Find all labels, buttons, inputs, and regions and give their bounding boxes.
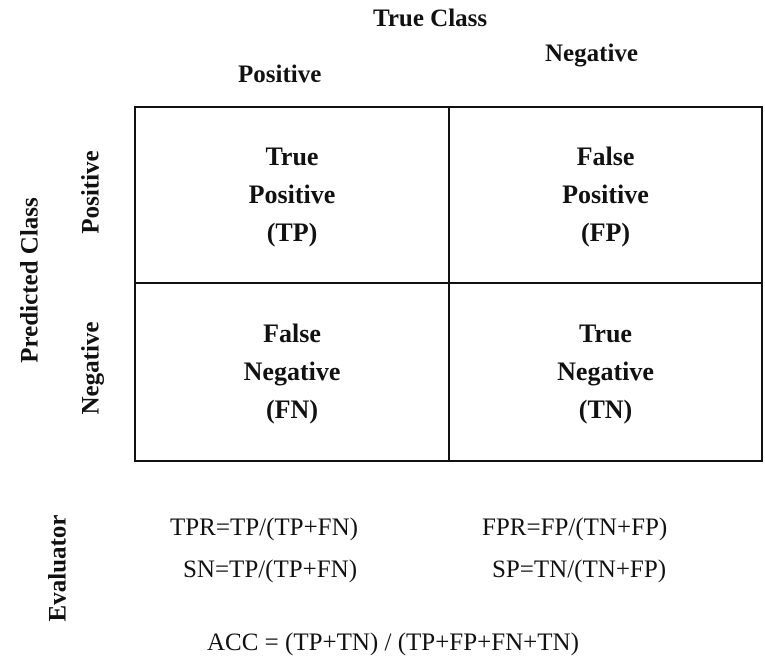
cell-line: True	[579, 319, 632, 348]
confusion-matrix: True Positive (TP) False Positive (FP) F…	[134, 106, 763, 462]
cell-line: False	[576, 142, 635, 171]
cell-line: True	[265, 142, 319, 171]
acc-formula: ACC = (TP+TN) / (TP+FP+FN+TN)	[207, 629, 579, 656]
row-header-positive: Positive	[77, 150, 105, 234]
column-header-negative: Negative	[545, 40, 639, 67]
cell-line: Negative	[557, 357, 654, 386]
sn-formula: SN=TP/(TP+FN)	[183, 556, 358, 583]
cell-true-negative: True Negative (TN)	[448, 282, 761, 460]
cell-line: Positive	[562, 180, 649, 209]
cell-line: Positive	[248, 180, 336, 209]
true-class-label: True Class	[373, 5, 488, 32]
cell-line: Negative	[243, 357, 341, 386]
evaluator-label: Evaluator	[44, 514, 72, 622]
cell-line: False	[263, 319, 321, 348]
fpr-formula: FPR=FP/(TN+FP)	[482, 514, 668, 541]
cell-true-positive: True Positive (TP)	[136, 108, 448, 282]
cell-line: (FP)	[580, 218, 631, 247]
cell-line: (FN)	[266, 395, 318, 424]
predicted-class-label: Predicted Class	[16, 197, 44, 363]
cell-false-positive: False Positive (FP)	[448, 108, 761, 282]
column-header-positive: Positive	[238, 61, 322, 88]
cell-false-negative: False Negative (FN)	[136, 282, 448, 460]
cell-line: (TN)	[578, 395, 633, 424]
tpr-formula: TPR=TP/(TP+FN)	[170, 514, 358, 541]
row-header-negative: Negative	[77, 321, 105, 415]
cell-line: (TP)	[266, 218, 318, 247]
sp-formula: SP=TN/(TN+FP)	[492, 556, 667, 583]
